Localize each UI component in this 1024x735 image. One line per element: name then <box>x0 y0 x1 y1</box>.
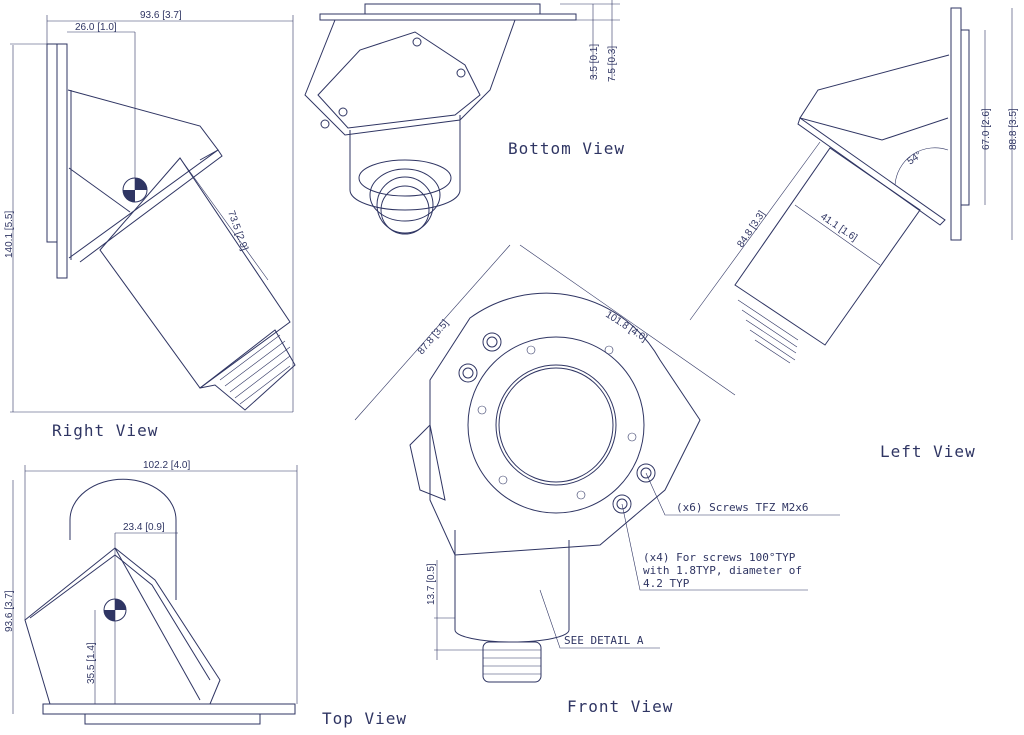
dim-top-width: 102.2 [4.0] <box>143 460 190 471</box>
dim-top-cog: 35.5 [1.4] <box>86 642 97 684</box>
front-view-title: Front View <box>567 697 673 716</box>
left-view-title: Left View <box>880 442 976 461</box>
bottom-view: 3.5 [0.1] 7.5 [0.3] Bottom View <box>304 0 625 235</box>
dim-bottom-b: 7.5 [0.3] <box>607 46 618 82</box>
dim-left-length: 84.8 [3.3] <box>735 209 768 250</box>
top-view-title: Top View <box>322 709 407 728</box>
right-view: 93.6 [3.7] 26.0 [1.0] 140.1 [5.5] 73.5 [… <box>4 10 296 440</box>
left-view: 67.0 [2.6] 88.8 [3.5] 54° 84.8 [3.3] 41.… <box>689 7 1019 461</box>
note-holes-3: 4.2 TYP <box>643 577 690 590</box>
dim-left-diameter: 41.1 [1.6] <box>818 211 859 244</box>
top-view: 102.2 [4.0] 23.4 [0.9] 93.6 [3.7] 35.5 [… <box>4 460 407 728</box>
note-screws: (x6) Screws TFZ M2x6 <box>676 501 808 514</box>
dim-right-width: 93.6 [3.7] <box>140 10 182 21</box>
note-holes-1: (x4) For screws 100°TYP <box>643 551 796 564</box>
dim-right-offset: 26.0 [1.0] <box>75 22 117 33</box>
note-detail: SEE DETAIL A <box>564 634 644 647</box>
dim-top-offset: 23.4 [0.9] <box>123 522 165 533</box>
dim-left-inner: 67.0 [2.6] <box>981 108 992 150</box>
front-view: 87.8 [3.5] 101.8 [4.0] 13.7 [0.5] (x6) S… <box>354 244 840 716</box>
dim-bottom-a: 3.5 [0.1] <box>589 44 600 80</box>
dim-front-width: 101.8 [4.0] <box>603 309 649 344</box>
dim-top-height: 93.6 [3.7] <box>4 590 15 632</box>
dim-left-outer: 88.8 [3.5] <box>1008 108 1019 150</box>
dim-left-angle: 54° <box>905 150 924 168</box>
right-view-title: Right View <box>52 421 158 440</box>
dim-front-height: 87.8 [3.5] <box>416 318 451 357</box>
dim-front-connector: 13.7 [0.5] <box>426 563 437 605</box>
bottom-view-title: Bottom View <box>508 139 625 158</box>
note-holes-2: with 1.8TYP, diameter of <box>643 564 802 577</box>
dim-right-height: 140.1 [5.5] <box>4 211 15 258</box>
